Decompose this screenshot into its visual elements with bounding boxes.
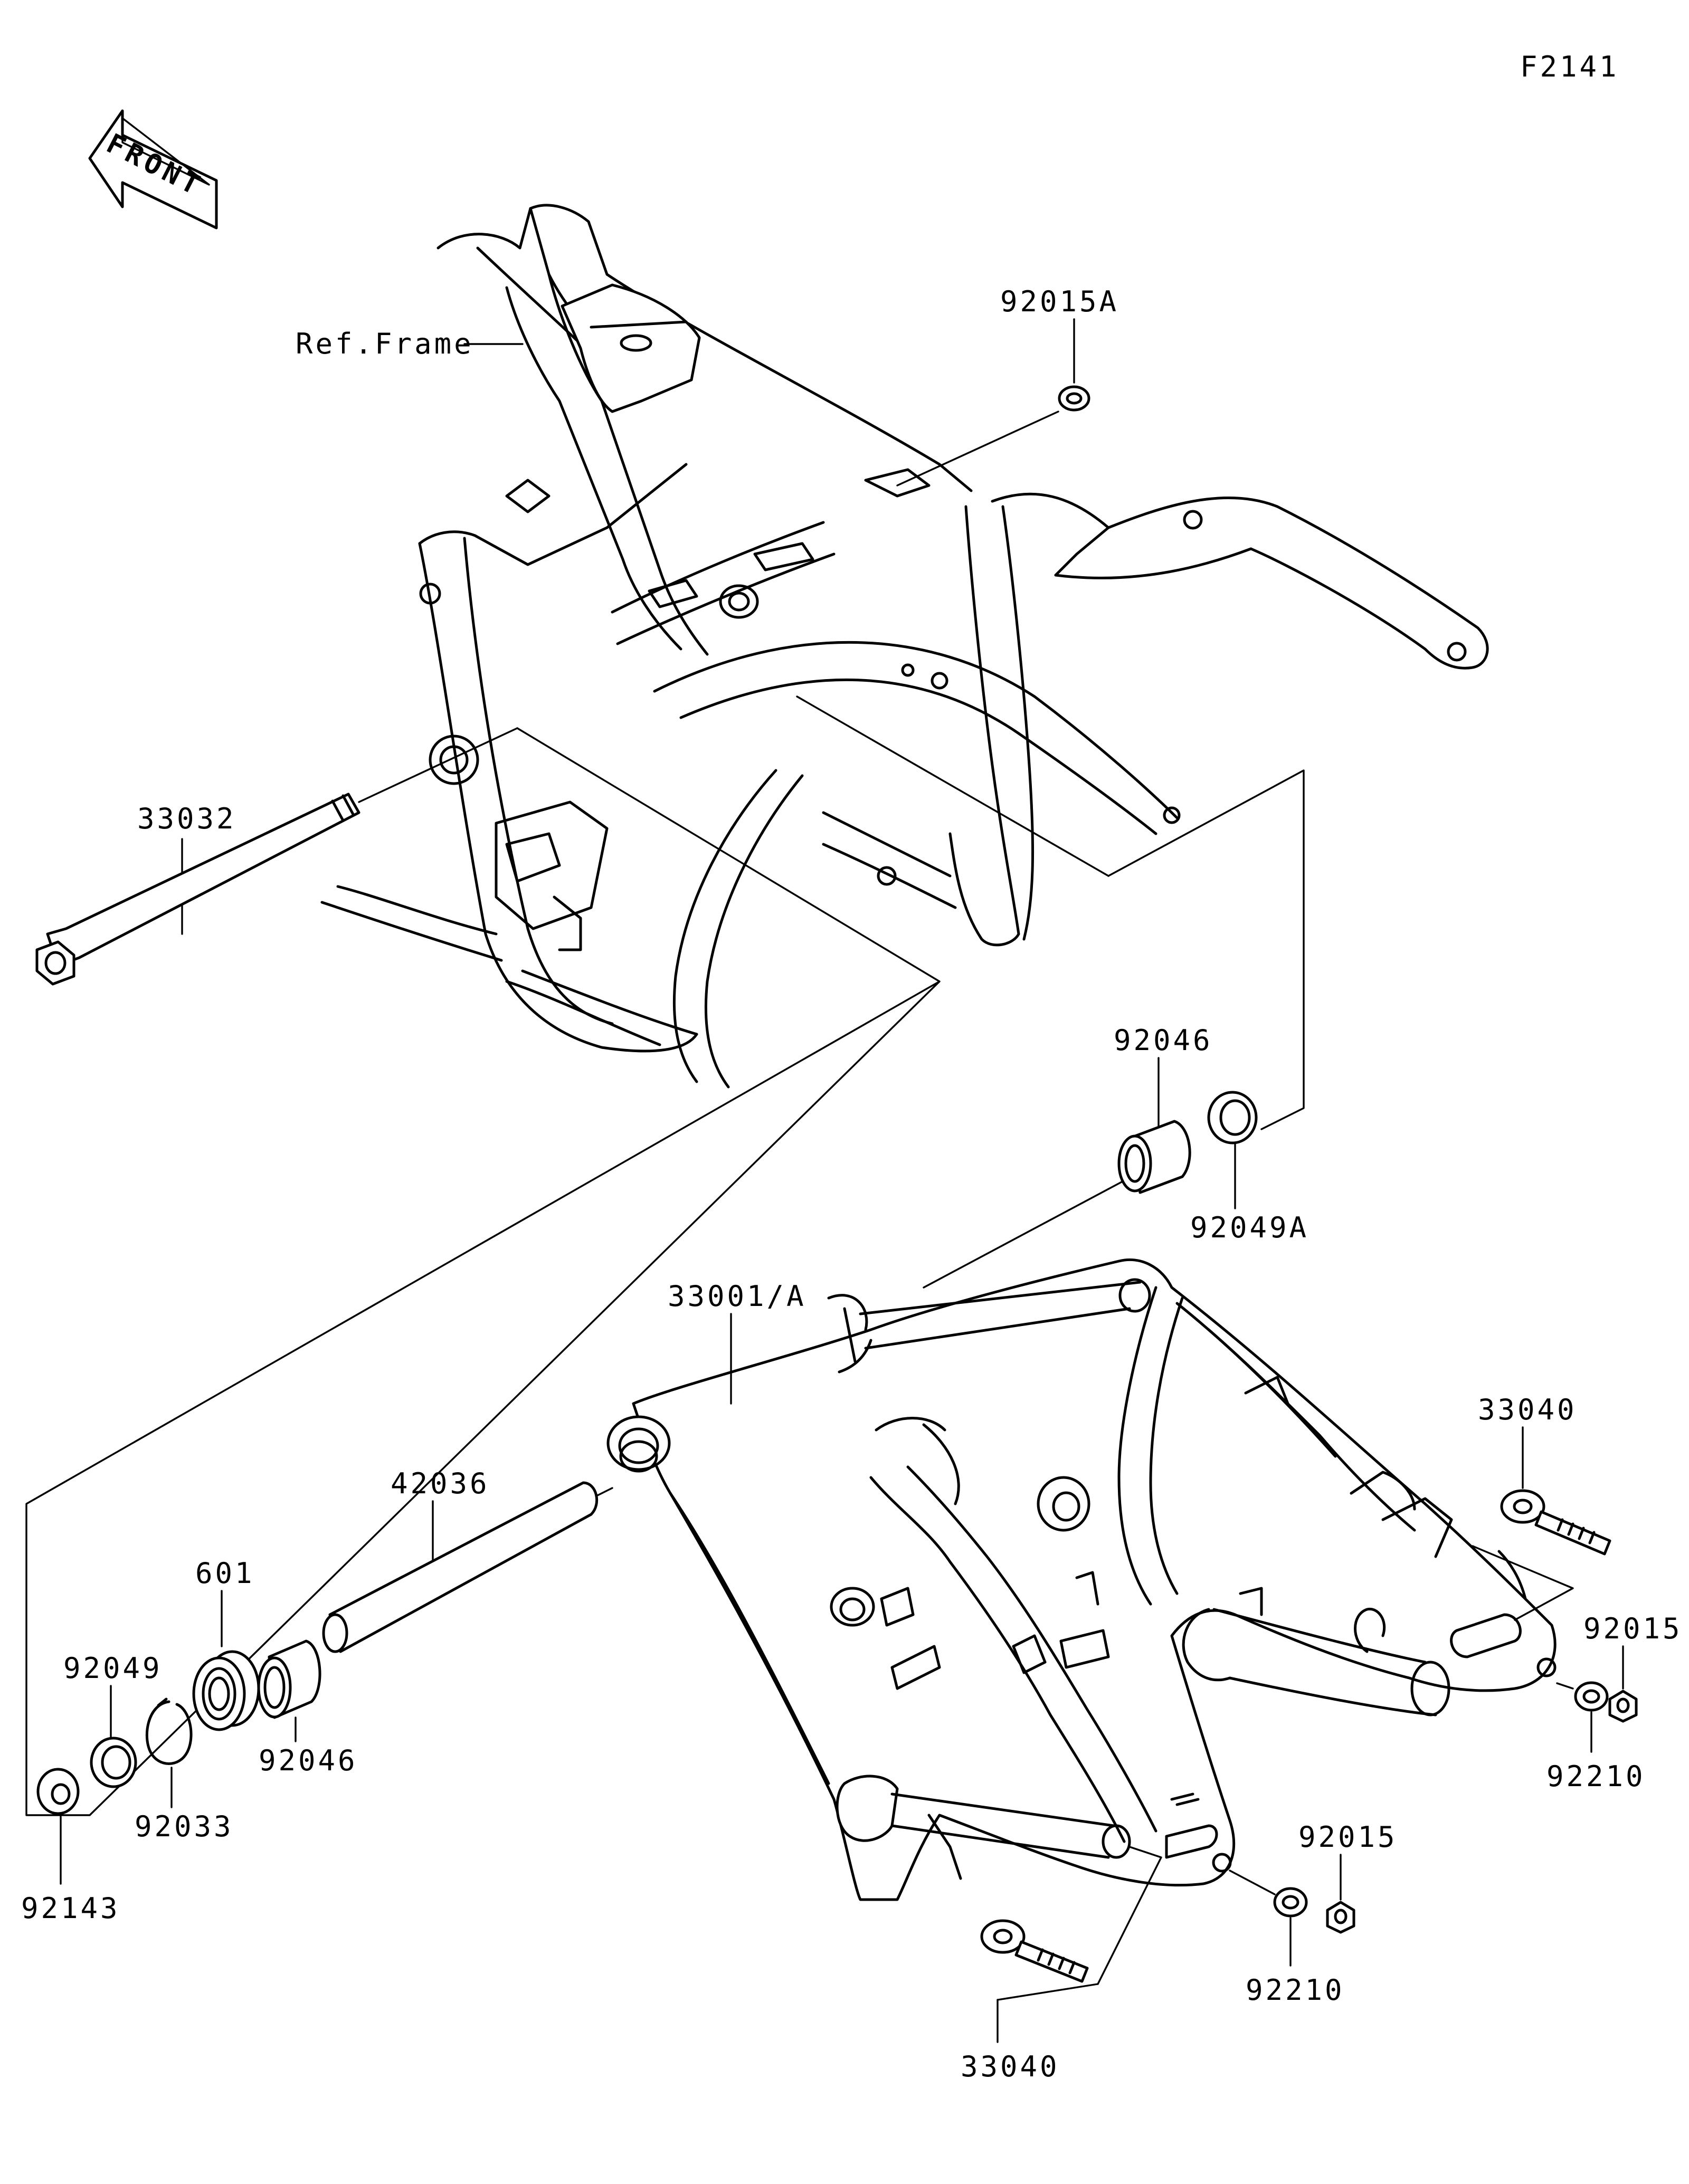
label-92015-lower: 92015 (1298, 1820, 1398, 1854)
label-33040-right: 33040 (1478, 1393, 1577, 1426)
part-92015A-nut: 92015A (896, 285, 1119, 487)
label-42036: 42036 (391, 1467, 490, 1500)
part-92049A-seal: 92049A (1190, 1091, 1309, 1244)
part-33040-right-adjuster: 33040 (1472, 1393, 1611, 1621)
ref-frame-label: Ref.Frame (296, 327, 474, 360)
label-601: 601 (195, 1557, 255, 1590)
label-33032: 33032 (137, 802, 236, 835)
label-33040-lower: 33040 (961, 2050, 1060, 2083)
part-92033-circlip: 92033 (135, 1697, 234, 1843)
frame-drawing (320, 204, 1489, 1089)
diagram-code: F2141 (1520, 50, 1619, 83)
part-92015-lower-nut: 92015 (1298, 1820, 1398, 1934)
label-92033: 92033 (135, 1810, 234, 1843)
label-92015A: 92015A (1000, 285, 1119, 318)
part-33032-pivot-shaft: 33032 (35, 727, 518, 986)
label-92049: 92049 (63, 1652, 163, 1685)
label-92046-lower: 92046 (259, 1744, 358, 1777)
part-92143-washer: 92143 (21, 1768, 120, 1925)
label-33001A: 33001/A (668, 1280, 806, 1313)
label-92143: 92143 (21, 1892, 120, 1925)
leader-right-box (1107, 769, 1305, 1130)
part-92015-right-nut: 92015 (1583, 1612, 1683, 1723)
label-92210-lower: 92210 (1246, 1973, 1345, 2007)
part-92210-lower-nut: 92210 (1229, 1870, 1345, 2007)
part-92046-lower-bearing: 92046 (257, 1639, 358, 1777)
part-42036-sleeve: 42036 (322, 1467, 613, 1653)
part-92210-right-nut: 92210 (1546, 1681, 1646, 1793)
label-92015-right: 92015 (1583, 1612, 1683, 1645)
front-arrow-icon: FRONT (88, 109, 218, 230)
label-92210-right: 92210 (1546, 1760, 1646, 1793)
part-92049-seal: 92049 (63, 1652, 163, 1788)
part-92046-upper-bearing: 92046 (923, 1024, 1213, 1289)
leader-left-box (25, 727, 941, 1816)
label-92049A: 92049A (1190, 1211, 1309, 1244)
leader-right-to-frame (796, 695, 1109, 877)
swingarm-drawing (606, 1258, 1557, 1901)
part-33040-lower-adjuster: 33040 (961, 1846, 1162, 2083)
part-601-bearing: 601 (192, 1557, 260, 1731)
label-92046-upper: 92046 (1114, 1024, 1213, 1057)
